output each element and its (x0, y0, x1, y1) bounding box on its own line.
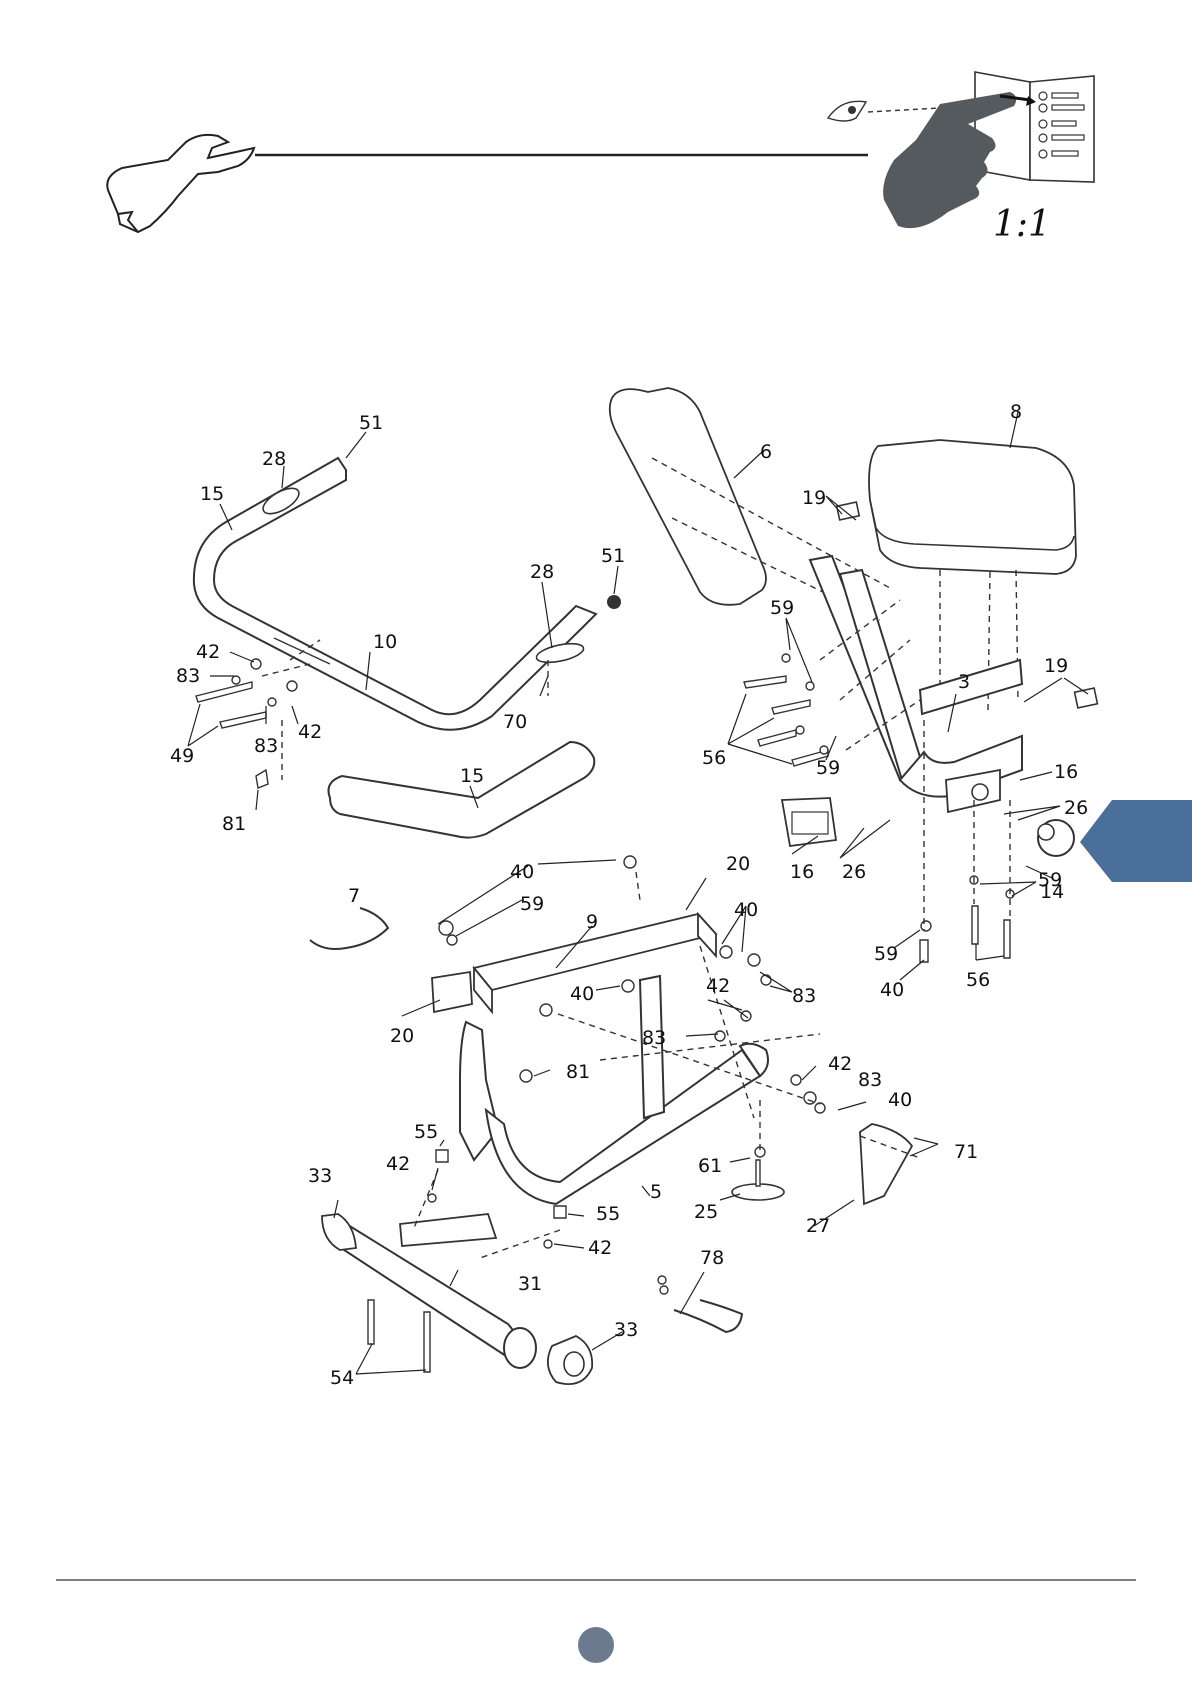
part-label-42: 42 (706, 975, 730, 997)
part-label-20: 20 (726, 853, 750, 875)
part-label-55: 55 (414, 1121, 438, 1143)
part-label-19: 19 (802, 487, 826, 509)
part-label-5: 5 (650, 1181, 662, 1203)
part-label-81: 81 (566, 1061, 590, 1083)
part-label-20: 20 (390, 1025, 414, 1047)
part-label-51: 51 (359, 412, 383, 434)
part-label-56: 56 (702, 747, 726, 769)
part-label-28: 28 (530, 561, 554, 583)
part-label-55: 55 (596, 1203, 620, 1225)
scale-ratio-label: 1:1 (993, 204, 1051, 245)
part-label-25: 25 (694, 1201, 718, 1223)
part-label-83: 83 (858, 1069, 882, 1091)
part-label-6: 6 (760, 441, 772, 463)
part-label-42: 42 (298, 721, 322, 743)
part-label-19: 19 (1044, 655, 1068, 677)
part-label-49: 49 (170, 745, 194, 767)
part-label-42: 42 (588, 1237, 612, 1259)
part-label-83: 83 (792, 985, 816, 1007)
part-label-59: 59 (874, 943, 898, 965)
side-section-tab (1080, 800, 1192, 882)
hand-pointing-parts-list-icon (828, 72, 1094, 228)
part-label-71: 71 (954, 1141, 978, 1163)
handlebar-assembly (188, 432, 621, 838)
part-label-16: 16 (1054, 761, 1078, 783)
part-label-7: 7 (348, 885, 360, 907)
seat-assembly (610, 388, 1098, 980)
part-label-42: 42 (828, 1053, 852, 1075)
part-label-33: 33 (614, 1319, 638, 1341)
part-label-40: 40 (880, 979, 904, 1001)
frame-assembly (310, 856, 938, 1384)
part-label-61: 61 (698, 1155, 722, 1177)
part-label-83: 83 (254, 735, 278, 757)
part-label-51: 51 (601, 545, 625, 567)
part-label-31: 31 (518, 1273, 542, 1295)
part-label-81: 81 (222, 813, 246, 835)
part-label-54: 54 (330, 1367, 354, 1389)
part-label-33: 33 (308, 1165, 332, 1187)
part-label-28: 28 (262, 448, 286, 470)
part-label-59: 59 (1038, 869, 1062, 891)
wrench-icon (107, 135, 254, 232)
part-label-42: 42 (386, 1153, 410, 1175)
part-label-26: 26 (842, 861, 866, 883)
part-label-42: 42 (196, 641, 220, 663)
part-label-56: 56 (966, 969, 990, 991)
part-label-27: 27 (806, 1215, 830, 1237)
part-label-3: 3 (958, 671, 970, 693)
part-label-40: 40 (888, 1089, 912, 1111)
part-label-78: 78 (700, 1247, 724, 1269)
part-label-59: 59 (816, 757, 840, 779)
part-label-40: 40 (570, 983, 594, 1005)
part-label-8: 8 (1010, 401, 1022, 423)
part-label-83: 83 (176, 665, 200, 687)
part-label-26: 26 (1064, 797, 1088, 819)
part-label-10: 10 (373, 631, 397, 653)
part-label-70: 70 (503, 711, 527, 733)
part-label-15: 15 (200, 483, 224, 505)
page-number-badge (578, 1627, 614, 1663)
part-label-59: 59 (520, 893, 544, 915)
part-label-40: 40 (734, 899, 758, 921)
part-label-40: 40 (510, 861, 534, 883)
part-label-16: 16 (790, 861, 814, 883)
part-label-9: 9 (586, 911, 598, 933)
part-label-15: 15 (460, 765, 484, 787)
part-label-83: 83 (642, 1027, 666, 1049)
part-label-59: 59 (770, 597, 794, 619)
